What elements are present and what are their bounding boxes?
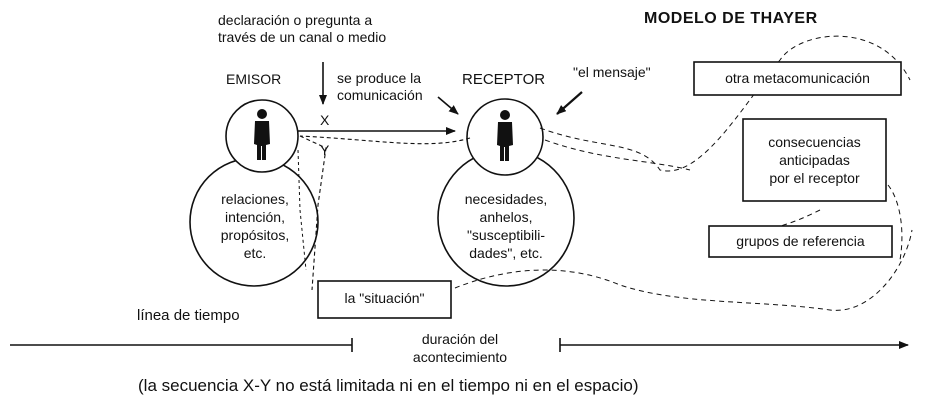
y-feedback-drop — [299, 135, 327, 291]
metacom-box — [693, 61, 902, 96]
produce-note: se produce la comunicación — [337, 70, 423, 103]
emisor-person-icon — [254, 109, 270, 160]
mensaje-arrow — [556, 91, 583, 115]
diagram-title: MODELO DE THAYER — [644, 10, 818, 27]
receptor-attributes: necesidades, anhelos, "susceptibili- dad… — [464, 191, 548, 261]
situacion-label: la "situación" — [344, 290, 425, 306]
grupos-label: grupos de referencia — [736, 233, 865, 249]
x-label: X — [320, 112, 330, 128]
receptor-person-icon — [497, 110, 513, 161]
context-curve-upper — [539, 35, 911, 172]
canal-note: declaración o pregunta a través de un ca… — [218, 12, 387, 45]
y-feedback-path — [299, 135, 471, 145]
metacom-label: otra metacomunicación — [725, 70, 870, 86]
emisor-label: EMISOR — [226, 71, 282, 87]
caption: (la secuencia X-Y no está limitada ni en… — [138, 376, 639, 395]
consecuencias-label: consecuencias anticipadas por el recepto… — [768, 134, 861, 186]
consecuencias-box — [742, 118, 887, 202]
produce-arrow — [437, 96, 459, 115]
receptor-label: RECEPTOR — [462, 71, 546, 88]
emisor-dashed-line — [297, 149, 307, 271]
situacion-box — [317, 280, 452, 319]
timeline-label: línea de tiempo — [137, 307, 240, 324]
y-label: Y — [320, 142, 330, 158]
mensaje-label: "el mensaje" — [573, 64, 651, 80]
duracion-label: duración del acontecimiento — [412, 331, 508, 365]
emisor-attributes: relaciones, intención, propósitos, etc. — [220, 191, 290, 261]
context-curve-lower — [454, 229, 913, 311]
context-curve-mid — [544, 139, 691, 171]
grupos-box — [708, 225, 893, 258]
